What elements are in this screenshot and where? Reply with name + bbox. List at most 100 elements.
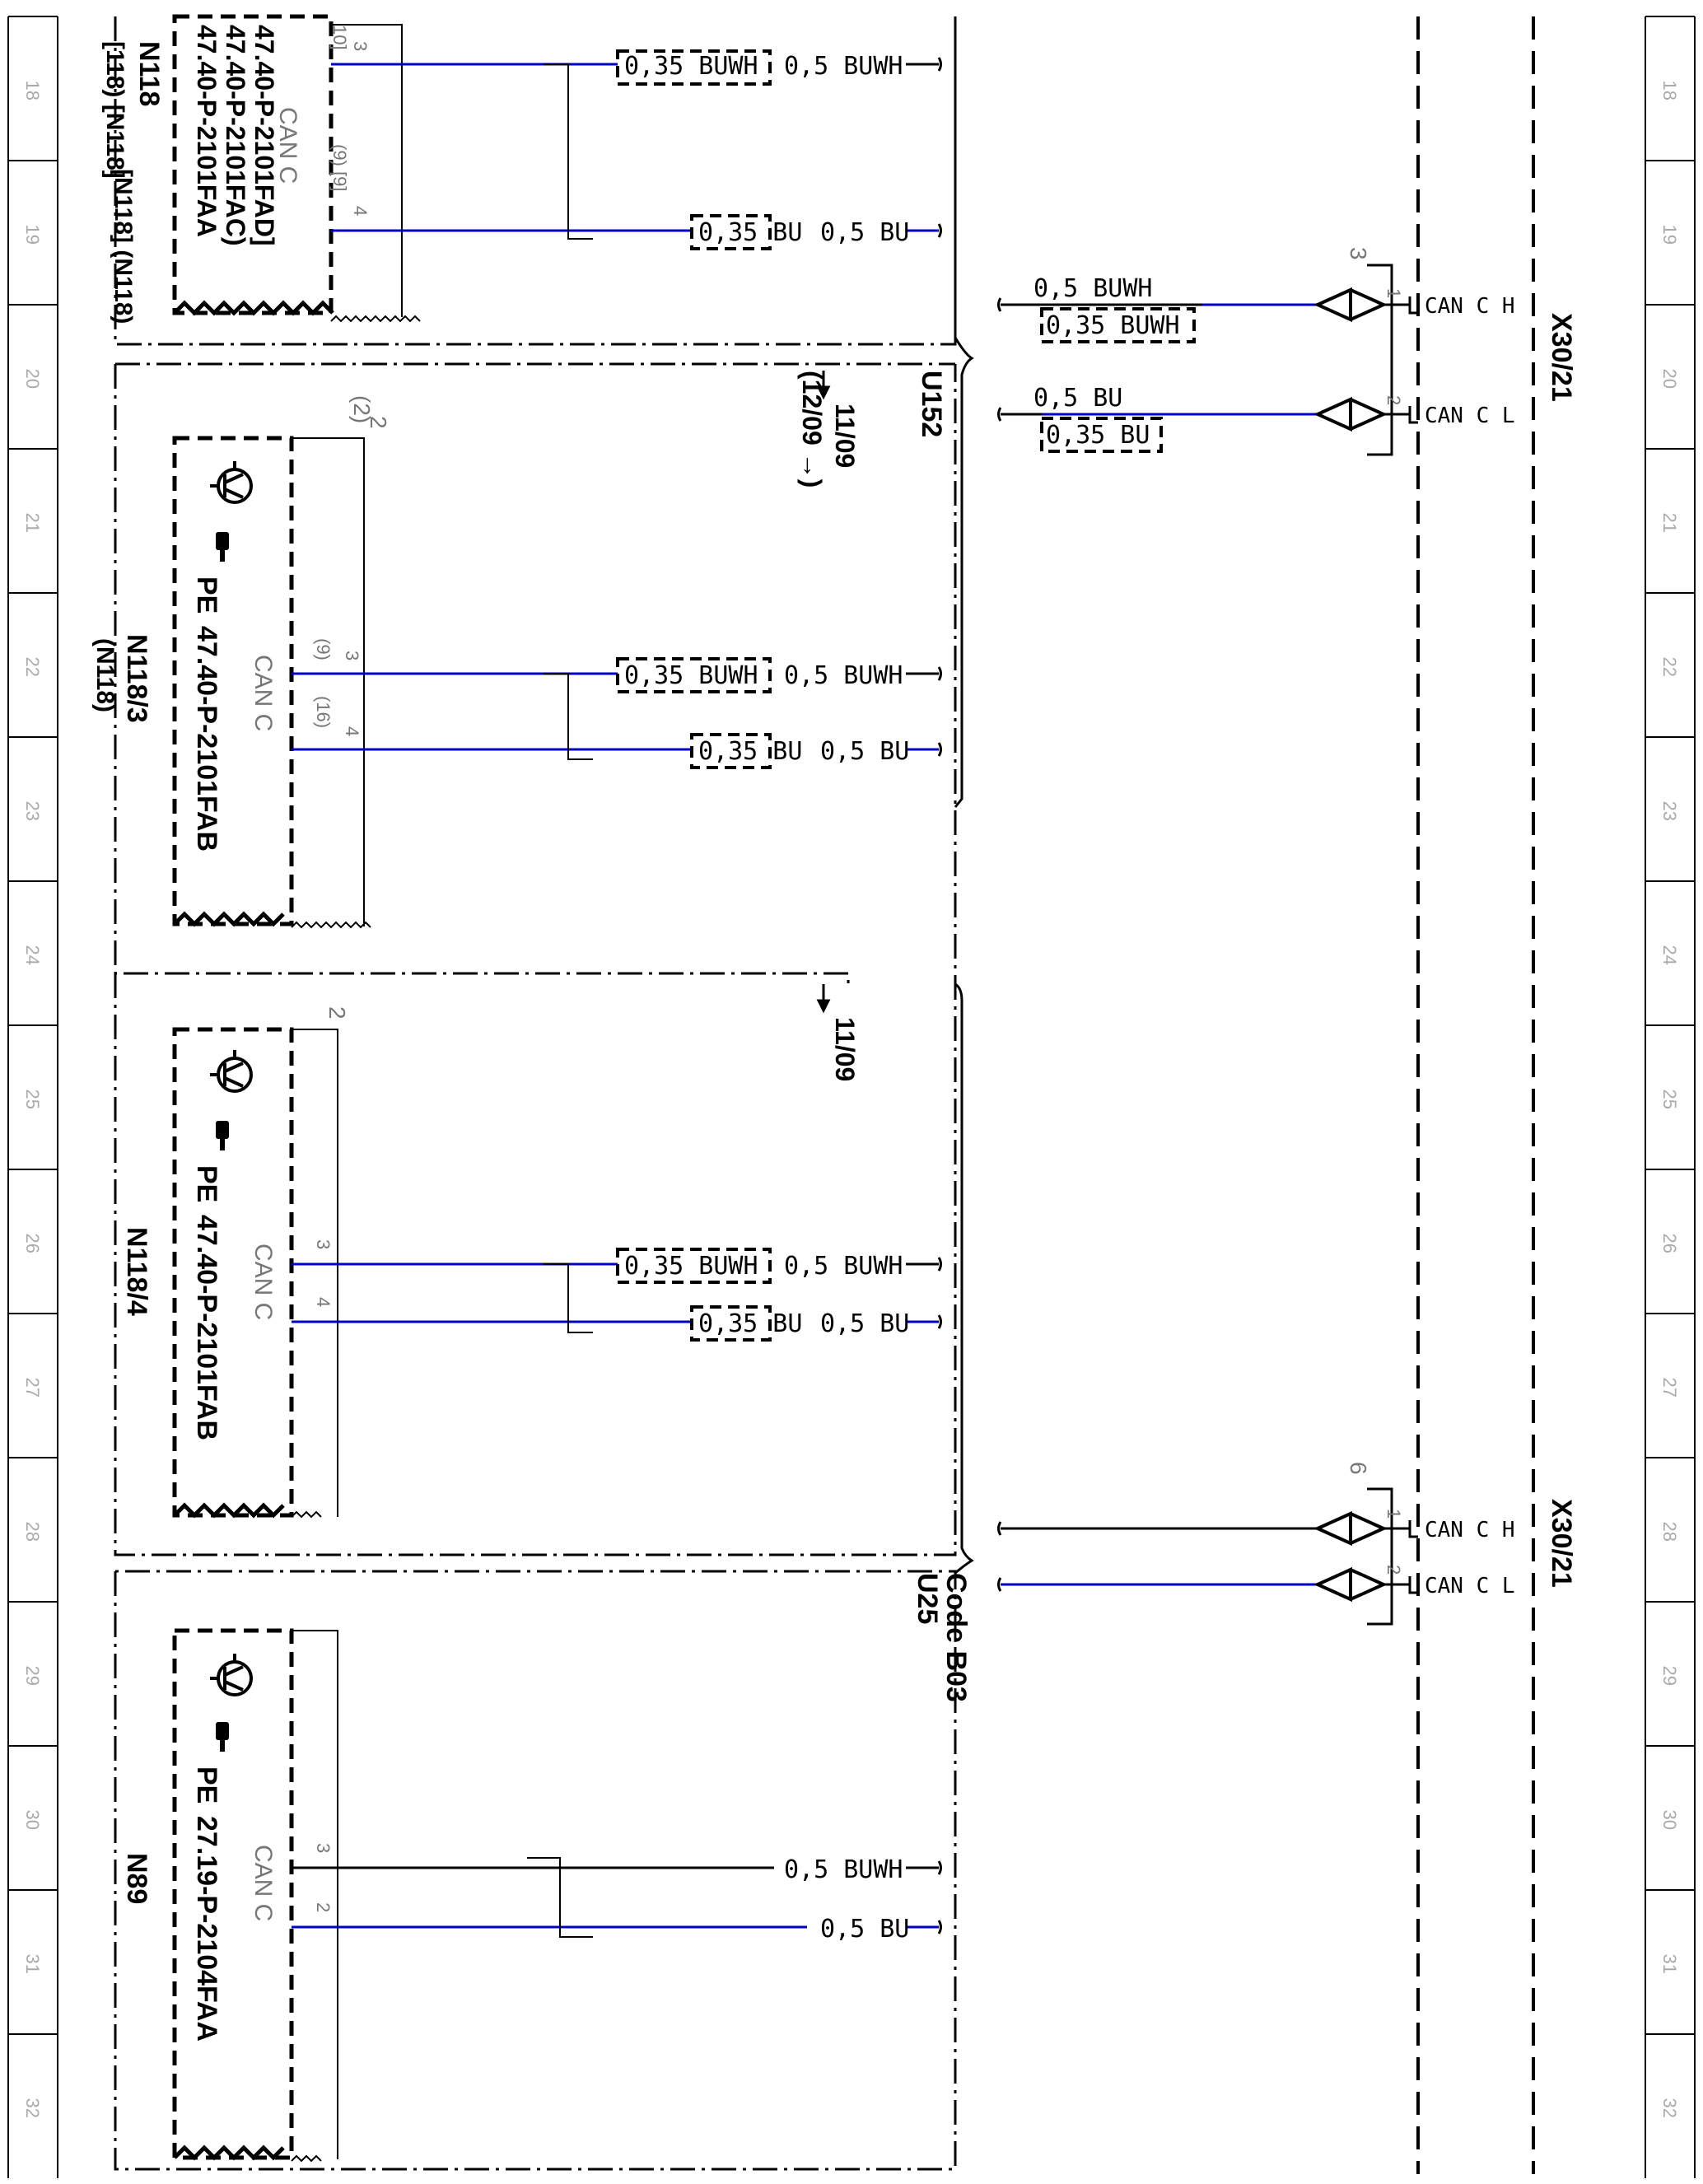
pin-alt: (16) xyxy=(313,696,334,728)
pe-label: PE xyxy=(191,1766,222,1804)
transistor-icon xyxy=(210,461,253,504)
break xyxy=(937,742,942,757)
can-pin-label: CAN C H xyxy=(1425,294,1515,319)
right-pin-labels: 3 1 2 CAN C H CAN C L 6 1 2 CAN C H CAN … xyxy=(1346,247,1515,1598)
ruler-cell-label: 23 xyxy=(22,801,43,821)
pin-number: 2 xyxy=(1383,395,1404,405)
pe-label: PE xyxy=(191,576,222,614)
pin-number: 3 xyxy=(313,1843,334,1853)
pin-number: 2 xyxy=(1383,1565,1404,1575)
frame-n89 xyxy=(114,1570,957,2171)
alt-label: (N118) xyxy=(91,638,119,712)
pin-number: 4 xyxy=(350,206,371,216)
ref-arrows xyxy=(816,371,831,1014)
pin-number: 3 xyxy=(313,1239,334,1249)
zig-thin-2 xyxy=(291,921,371,929)
box xyxy=(1040,417,1163,453)
doc-ref[interactable]: 47.40-P-2101FAC) xyxy=(221,25,250,246)
group-bracket-top xyxy=(1367,264,1393,456)
ruler-cell-label: 18 xyxy=(1659,81,1680,100)
pin-number: 1 xyxy=(1383,288,1404,298)
pin-group-number: 3 xyxy=(1346,247,1371,260)
link xyxy=(1383,1527,1410,1586)
twist-n118 xyxy=(544,63,593,240)
box xyxy=(690,214,772,250)
transistor-icon xyxy=(210,1654,253,1696)
ruler-cell-label: 29 xyxy=(22,1666,43,1686)
break xyxy=(937,223,942,238)
ruler-cell-label: 31 xyxy=(1659,1954,1680,1974)
component-id: N118 xyxy=(133,41,165,106)
zigzags-thin xyxy=(291,315,421,2163)
box xyxy=(616,49,772,86)
can-pin-label: CAN C H xyxy=(1425,1518,1515,1542)
pin-alt: (2) xyxy=(349,395,375,423)
ruler-cell-label: 30 xyxy=(1659,1810,1680,1830)
wire-label: 0,5 BU xyxy=(820,218,909,247)
shield-n118 xyxy=(331,24,403,317)
pin-bracket xyxy=(1408,296,1418,424)
box xyxy=(690,1305,772,1342)
ruler-cell-label: 29 xyxy=(1659,1666,1680,1686)
wire-label: 0,35 BUWH xyxy=(624,52,758,81)
break xyxy=(937,666,942,681)
ruler-cell-label: 26 xyxy=(22,1234,43,1253)
break xyxy=(937,1314,942,1329)
wire-label: 0,35 BU xyxy=(698,218,802,247)
box-n118-3 xyxy=(172,436,294,926)
ruler-cell-label: 20 xyxy=(22,369,43,389)
break xyxy=(997,1577,1002,1592)
page-ref[interactable]: 11/09 xyxy=(830,404,860,468)
pin-number: 2 xyxy=(324,1006,350,1020)
doc-ref[interactable]: 47.40-P-2101FAB xyxy=(191,1215,222,1440)
link xyxy=(1383,303,1410,416)
wire-label: 0,35 BU xyxy=(1046,421,1150,450)
box xyxy=(1040,307,1196,343)
ruler-cell-label: 28 xyxy=(22,1522,43,1542)
break xyxy=(937,57,942,72)
transistor-icon xyxy=(210,1050,253,1093)
zigzag-n118-4 xyxy=(173,1502,285,1519)
page-ref[interactable]: 11/09 xyxy=(830,1017,860,1081)
shield-n118-3 xyxy=(292,437,365,926)
ruler-cell-label: 27 xyxy=(22,1378,43,1398)
doc-ref[interactable]: 47.40-P-2101FAA xyxy=(192,25,222,237)
ruler-cell-label: 22 xyxy=(1659,657,1680,677)
shield-n89 xyxy=(292,1630,338,2159)
pin-group-number: 6 xyxy=(1346,1462,1371,1475)
pin-number: 4 xyxy=(342,726,362,736)
ruler-cell-label: 32 xyxy=(1659,2098,1680,2118)
component-id: N118/4 xyxy=(121,1227,152,1316)
can-pin-label: CAN C L xyxy=(1425,404,1515,428)
wire-label: 0,5 BUWH xyxy=(784,1252,903,1281)
ruler-cell-label: 30 xyxy=(22,1810,43,1830)
hand-icons xyxy=(216,532,229,1752)
group-label: U152 xyxy=(916,371,947,437)
page-ref[interactable]: (12/09 →) xyxy=(797,371,827,488)
brace-u152 xyxy=(954,16,974,808)
doc-ref[interactable]: 47.40-P-2101FAD] xyxy=(250,25,279,246)
wire-label: 0,5 BUWH xyxy=(784,52,903,81)
alt-label: [118) [N118] xyxy=(101,41,128,179)
break xyxy=(997,407,1002,422)
doc-ref[interactable]: 47.40-P-2101FAB xyxy=(191,626,222,852)
can-label: CAN C xyxy=(250,655,277,731)
wires-right xyxy=(1001,303,1318,1586)
can-label: CAN C xyxy=(274,107,301,184)
ruler-cell-label: 31 xyxy=(22,1954,43,1974)
break xyxy=(997,297,1002,312)
component-id: N89 xyxy=(121,1853,152,1904)
doc-ref[interactable]: 27.19-P-2104FAA xyxy=(191,1816,222,2042)
break xyxy=(997,1521,1002,1536)
ruler-cell-label: 20 xyxy=(1659,369,1680,389)
pe-label: PE xyxy=(191,1165,222,1202)
wire-label: 0,35 BU xyxy=(698,1309,802,1338)
pin-number: 1 xyxy=(1383,1509,1404,1519)
box xyxy=(690,733,772,769)
zigzag-n118-3 xyxy=(173,911,285,927)
connector-brackets xyxy=(1367,264,1418,1626)
pin-bracket xyxy=(1408,1520,1418,1594)
component-id: N118/3 xyxy=(121,634,152,723)
